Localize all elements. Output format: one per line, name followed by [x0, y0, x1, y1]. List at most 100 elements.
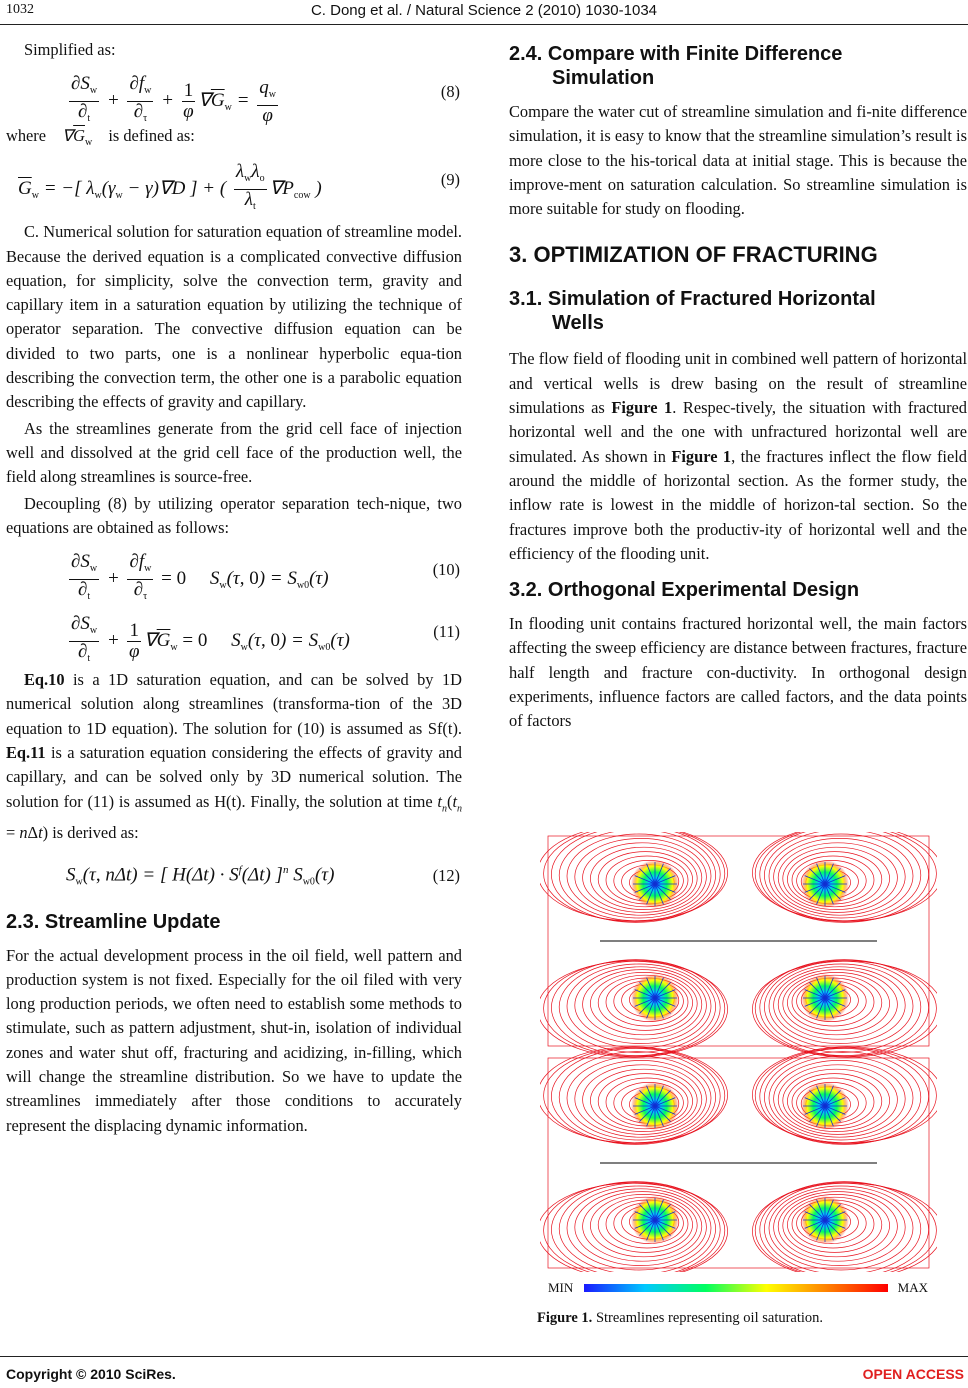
- streamline: [782, 846, 890, 910]
- streamline: [543, 1047, 726, 1144]
- streamline: [590, 846, 698, 910]
- figure-1-streamlines: [540, 832, 937, 1302]
- right-column: 2.4. Compare with Finite Difference Simu…: [509, 38, 967, 734]
- well-streamline-spoke: [816, 1219, 826, 1241]
- well-streamline-spoke: [654, 1219, 664, 1241]
- well-streamline-spoke: [639, 982, 656, 999]
- streamline: [787, 974, 883, 1031]
- well-streamline-spoke: [646, 1199, 656, 1221]
- paragraph-where: where ∇Gw is defined as:: [6, 126, 195, 149]
- well-streamline-spoke: [654, 863, 664, 885]
- well-streamline-spoke: [804, 997, 826, 1007]
- well-streamline-spoke: [639, 997, 656, 1014]
- well-streamline-spoke: [816, 1085, 826, 1107]
- well-streamline-spoke: [654, 982, 671, 999]
- streamline: [768, 1055, 914, 1141]
- streamline: [773, 1188, 906, 1266]
- streamline: [759, 832, 929, 923]
- well-streamline-spoke: [804, 1219, 826, 1229]
- well-streamline-spoke: [824, 997, 841, 1014]
- well-streamline-spoke: [824, 1097, 846, 1107]
- streamline: [597, 1073, 693, 1130]
- streamline: [777, 1064, 898, 1135]
- well-streamline-spoke: [816, 863, 826, 885]
- streamline: [782, 1194, 890, 1258]
- streamline: [782, 1068, 890, 1132]
- well-streamline-spoke: [824, 1090, 841, 1107]
- well-streamline-spoke: [654, 1219, 676, 1229]
- streamline: [752, 960, 937, 1058]
- well-streamline-spoke: [634, 997, 656, 1007]
- open-access-label: OPEN ACCESS: [862, 1366, 964, 1382]
- equation-11-number: (11): [433, 622, 460, 642]
- streamline: [773, 966, 906, 1044]
- paragraph-flow-field: The flow field of flooding unit in combi…: [509, 349, 967, 563]
- well-streamline-spoke: [824, 1219, 834, 1241]
- well-streamline-spoke: [646, 1105, 656, 1127]
- well-streamline-spoke: [824, 1105, 841, 1122]
- streamline: [590, 1194, 698, 1258]
- well-streamline-spoke: [824, 863, 834, 885]
- streamline: [582, 842, 703, 913]
- streamline: [777, 1191, 898, 1262]
- heading-2-3: 2.3. Streamline Update: [6, 910, 221, 933]
- well-streamline-spoke: [824, 1105, 846, 1115]
- streamline: [590, 1068, 698, 1132]
- well-streamline-spoke: [654, 1105, 676, 1115]
- colorbar: MIN MAX: [548, 1278, 928, 1298]
- streamline: [574, 1060, 707, 1138]
- well-streamline-spoke: [654, 883, 664, 905]
- well-streamline-spoke: [654, 997, 676, 1007]
- well-streamline-spoke: [809, 1105, 826, 1122]
- panel-frame: [547, 835, 930, 1047]
- paragraph-eq10: Eq.10 is a 1D saturation equation, and c…: [6, 670, 462, 843]
- well-streamline-spoke: [654, 1204, 671, 1221]
- well-streamline-spoke: [634, 1097, 656, 1107]
- colorbar-max-label: MAX: [897, 1280, 928, 1295]
- streamline: [574, 966, 707, 1044]
- well-streamline-spoke: [654, 883, 676, 893]
- streamline: [754, 1182, 937, 1272]
- well-streamline-spoke: [824, 883, 846, 893]
- well-streamline-spoke: [824, 883, 834, 905]
- equation-10: ∂Sw∂t + ∂fw∂τ = 0 Sw(τ, 0) = Sw0(τ) (10): [69, 551, 460, 603]
- well-streamline-spoke: [816, 977, 826, 999]
- well-streamline-spoke: [654, 1090, 671, 1107]
- footer-rule: [0, 1356, 968, 1357]
- colorbar-gradient: [584, 1284, 888, 1292]
- well-streamline-spoke: [816, 883, 826, 905]
- paragraph-simplified: Simplified as:: [24, 40, 116, 59]
- streamline: [574, 838, 707, 916]
- well-streamline-spoke: [646, 977, 656, 999]
- well-streamline-spoke: [809, 1204, 826, 1221]
- streamline: [551, 832, 721, 923]
- well-streamline-spoke: [634, 989, 656, 999]
- header-rule: [0, 24, 968, 25]
- well-streamline-spoke: [804, 883, 826, 893]
- paragraph-numerical-solution: C. Numerical solution for saturation equ…: [6, 222, 462, 412]
- well-streamline-spoke: [634, 883, 656, 893]
- streamline: [752, 1046, 937, 1144]
- streamline-plot: [540, 832, 937, 1272]
- equation-8-number: (8): [440, 82, 460, 102]
- streamline: [787, 1073, 883, 1130]
- well-streamline-spoke: [809, 997, 826, 1014]
- paragraph-streamline-update: For the actual development process in th…: [6, 945, 462, 1135]
- streamline: [543, 832, 726, 922]
- paragraph-compare: Compare the water cut of streamline simu…: [509, 102, 967, 219]
- equation-12: Sw(τ, nΔt) = [ H(Δt) · Sf(Δt) ]n Sw0(τ) …: [66, 863, 460, 887]
- well-streamline-spoke: [804, 1211, 826, 1221]
- well-streamline-spoke: [804, 989, 826, 999]
- well-streamline-spoke: [804, 1105, 826, 1115]
- well-streamline-spoke: [646, 1219, 656, 1241]
- paragraph-orthogonal: In flooding unit contains fractured hori…: [509, 614, 967, 731]
- well-streamline-spoke: [804, 1097, 826, 1107]
- colorbar-min-label: MIN: [548, 1280, 574, 1295]
- well-streamline-spoke: [646, 1085, 656, 1107]
- well-streamline-spoke: [646, 997, 656, 1019]
- well-streamline-spoke: [654, 977, 664, 999]
- paragraph-source-free: As the streamlines generate from the gri…: [6, 418, 462, 487]
- well-streamline-spoke: [824, 1219, 841, 1236]
- well-streamline-spoke: [816, 1199, 826, 1221]
